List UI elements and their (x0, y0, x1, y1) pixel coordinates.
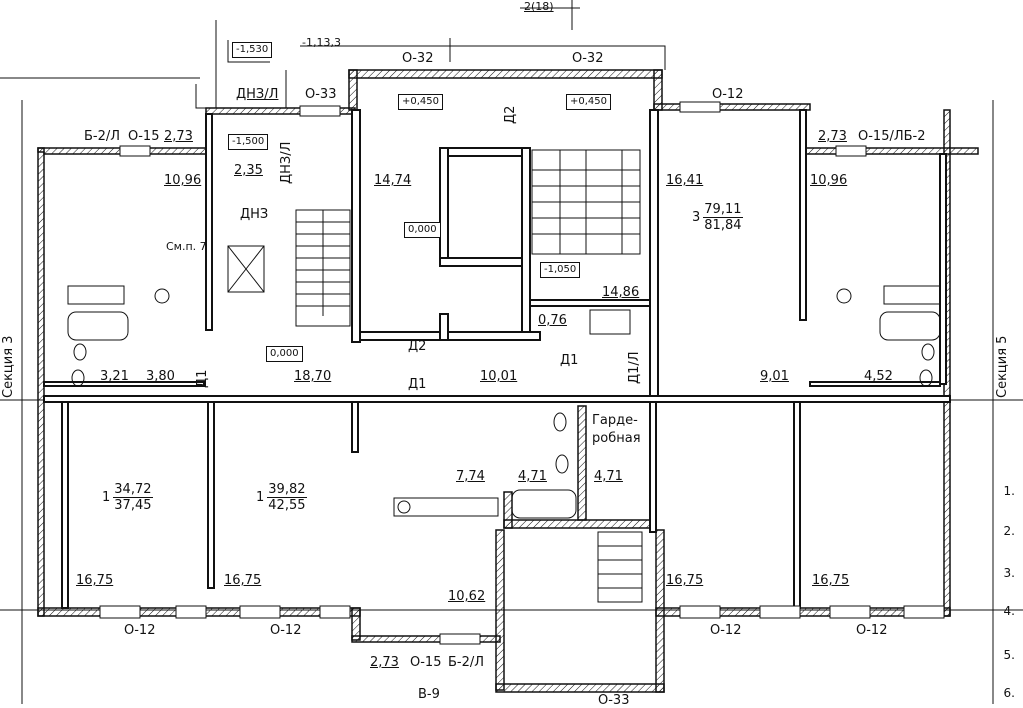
area-label: 16,75 (224, 573, 262, 588)
area-label: 3,80 (146, 369, 175, 384)
level-mark: 0,000 (266, 346, 303, 362)
door-mark-label: ДНЗ/Л (279, 141, 294, 184)
door-mark-label: Д1 (560, 353, 579, 368)
balcony-mark-label: Б-2/Л (448, 655, 485, 670)
area-label: 16,75 (76, 573, 114, 588)
window-mark-label: О-12 (270, 623, 302, 638)
window-mark-label: О-15 (128, 129, 160, 144)
area-label: 18,70 (294, 369, 332, 384)
window-mark-label: О-12 (712, 87, 744, 102)
ledger-item: 1. (1003, 484, 1015, 498)
room-name-label: Гарде- (592, 413, 638, 428)
level-mark: -1,500 (228, 134, 269, 150)
total-area: 37,45 (114, 498, 152, 513)
total-area: 42,55 (268, 498, 306, 513)
area-label: 14,74 (374, 173, 412, 188)
ledger-item: 6. (1003, 686, 1015, 700)
ledger-item: 3. (1003, 566, 1015, 580)
area-label: 2,35 (234, 163, 263, 178)
door-mark-label: Д1/Л (627, 351, 642, 384)
level-mark: -1,050 (540, 262, 581, 278)
area-label: 2,73 (164, 129, 193, 144)
area-label: 10,01 (480, 369, 518, 384)
ledger-item: 4. (1003, 604, 1015, 618)
level-mark: 0,000 (404, 222, 441, 238)
area-label: 0,76 (538, 313, 567, 328)
lintel-label: О-32 (572, 51, 604, 66)
window-mark-label: О-12 (710, 623, 742, 638)
area-label: 16,41 (666, 173, 704, 188)
level-mark: +0,450 (398, 94, 444, 110)
room-count: 3 (692, 210, 701, 225)
area-label: 10,62 (448, 589, 486, 604)
room-count: 1 (102, 490, 111, 505)
door-mark-label: Д2 (503, 105, 518, 124)
window-mark-label: В-9 (418, 687, 440, 702)
area-label: 16,75 (812, 573, 850, 588)
ledger-item: 5. (1003, 648, 1015, 662)
ledger-item: 2. (1003, 524, 1015, 538)
axis-mark-label: 2(18) (524, 0, 554, 13)
area-label: 10,96 (810, 173, 848, 188)
area-label: 4,71 (594, 469, 623, 484)
level-mark: -1,530 (232, 42, 273, 58)
area-label: 2,73 (818, 129, 847, 144)
area-label: 4,52 (864, 369, 893, 384)
stairs (295, 149, 643, 603)
level-mark: -1,13,3 (302, 36, 341, 49)
lintel-label: О-32 (402, 51, 434, 66)
area-label: 14,86 (602, 285, 640, 300)
window-mark-label: О-12 (856, 623, 888, 638)
plumbing-fixtures (67, 285, 941, 519)
window-mark-label: О-33 (598, 693, 630, 708)
level-mark: +0,450 (566, 94, 612, 110)
area-label: 16,75 (666, 573, 704, 588)
door-mark-label: Д1 (195, 369, 210, 388)
room-count: 1 (256, 490, 265, 505)
area-label: 3,21 (100, 369, 129, 384)
window-mark-label: О-12 (124, 623, 156, 638)
window-mark-label: О-33 (305, 87, 337, 102)
window-mark-label: О-15/ЛБ-2 (858, 129, 926, 144)
note-label: См.п. 7 (166, 240, 207, 253)
interior-walls (43, 109, 951, 609)
living-area: 79,11 (703, 202, 743, 218)
ventilation-shaft (227, 245, 265, 293)
section-label: Секция 5 (995, 335, 1010, 398)
door-mark-label: Д1 (408, 377, 427, 392)
door-mark-label: Д2 (408, 339, 427, 354)
windows (99, 101, 945, 645)
door-mark-label: ДНЗ (240, 207, 269, 222)
total-area: 81,84 (704, 218, 742, 233)
living-area: 34,72 (113, 482, 153, 498)
living-area: 39,82 (267, 482, 307, 498)
balcony-mark-label: Б-2/Л (84, 129, 121, 144)
area-label: 2,73 (370, 655, 399, 670)
area-label: 7,74 (456, 469, 485, 484)
area-label: 10,96 (164, 173, 202, 188)
section-label: Секция 3 (1, 335, 16, 398)
area-label: 9,01 (760, 369, 789, 384)
area-label: 4,71 (518, 469, 547, 484)
door-mark-label: ДНЗ/Л (236, 87, 279, 102)
window-mark-label: О-15 (410, 655, 442, 670)
room-name-label: робная (592, 431, 641, 446)
